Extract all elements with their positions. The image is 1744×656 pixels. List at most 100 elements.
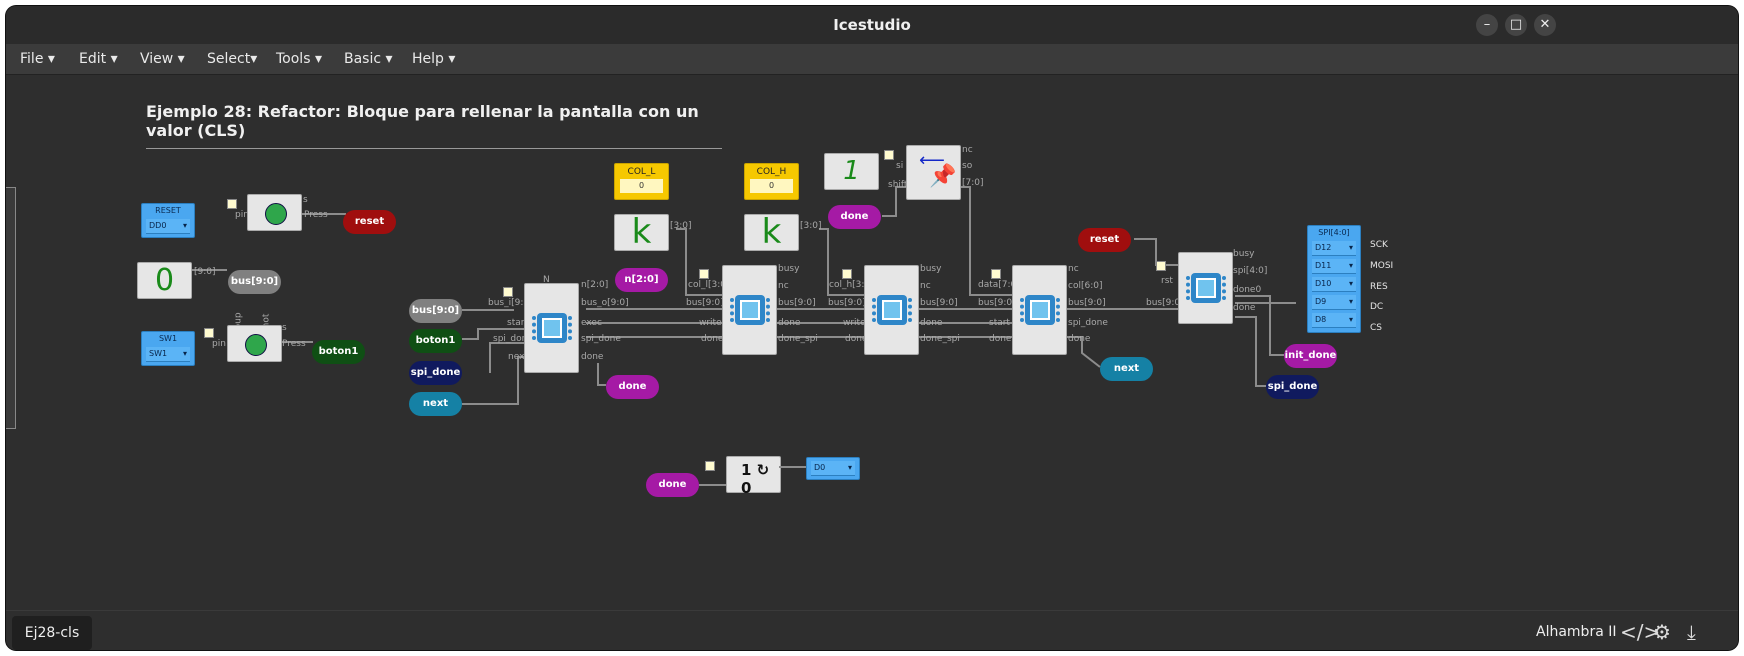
pin-label-res: RES <box>1370 282 1388 292</box>
sw1-pin-select[interactable]: SW1 <box>146 347 190 362</box>
blockD-out-bus: bus[9:0] <box>1068 298 1106 308</box>
constant-zero-block[interactable]: 0 <box>137 262 192 299</box>
pin-label-mosi: MOSI <box>1370 261 1394 271</box>
spi-controller-block[interactable] <box>1178 252 1233 324</box>
d0-pin-select[interactable]: D0 <box>811 461 855 476</box>
blockC-out-busy: busy <box>920 264 942 274</box>
blockD-in-start: start <box>989 318 1010 328</box>
sw1-pin-title: SW1 <box>158 334 178 343</box>
constant-one-block[interactable]: 1 <box>824 153 879 190</box>
blockD-out-done: done <box>1068 334 1091 344</box>
tag-next-output[interactable]: next <box>1100 357 1153 381</box>
tag-done-output[interactable]: done <box>606 375 659 399</box>
gear-icon[interactable]: ⚙ <box>1653 620 1671 644</box>
project-name-button[interactable]: Ej28-cls <box>12 616 92 650</box>
spi-in-rst: rst <box>1161 276 1173 286</box>
close-button[interactable]: ✕ <box>1534 14 1556 36</box>
menu-select[interactable]: Select▾ <box>207 51 258 67</box>
spi-clock <box>1156 261 1166 271</box>
blockC-in-col: col_h[3:0] <box>829 280 874 290</box>
blockB-out-nc: nc <box>778 281 789 291</box>
shift-register-block[interactable]: ⟵ 📌 <box>906 145 961 200</box>
blockA-out-bus: bus_o[9:0] <box>581 298 629 308</box>
spi-pin-select-mosi[interactable]: D11 <box>1312 259 1356 274</box>
blockA-clock <box>503 287 513 297</box>
blockA-out-exec: exec <box>581 318 602 328</box>
col-h-title: COL_H <box>756 167 787 177</box>
blockA-in-spi-done: spi_done <box>493 334 533 344</box>
k2-out-label: [3:0] <box>800 221 822 231</box>
d0-output-pin[interactable]: D0 <box>806 457 860 480</box>
tag-init-done[interactable]: init_done <box>1284 344 1337 368</box>
col-h-constant[interactable]: COL_H 0 <box>744 163 799 200</box>
tag-next-input[interactable]: next <box>409 392 462 416</box>
spi-out-spi: spi[4:0] <box>1233 266 1268 276</box>
blockD-out-spi-done: spi_done <box>1068 318 1108 328</box>
menu-file[interactable]: File ▾ <box>20 51 55 67</box>
cls-control-block[interactable] <box>524 283 579 373</box>
spi-output-pins[interactable]: SPI[4:0] D12 D11 D10 D9 D8 <box>1307 225 1361 333</box>
menu-help[interactable]: Help ▾ <box>412 51 456 67</box>
pin-label-dc: DC <box>1370 302 1384 312</box>
tag-reset-input[interactable]: reset <box>1078 228 1131 252</box>
menu-tools[interactable]: Tools ▾ <box>276 51 322 67</box>
blockC-in-bus: bus[9:0] <box>828 298 866 308</box>
blockC-out-done: done <box>920 318 943 328</box>
menu-basic[interactable]: Basic ▾ <box>344 51 393 67</box>
col-l-constant[interactable]: COL_L 0 <box>614 163 669 200</box>
blockA-in-next: next <box>508 352 528 362</box>
blockD-out-nc: nc <box>1068 264 1079 274</box>
menu-view[interactable]: View ▾ <box>140 51 185 67</box>
col-l-value[interactable]: 0 <box>620 179 663 193</box>
tag-boton1-input[interactable]: boton1 <box>409 329 462 353</box>
fill-screen-block[interactable] <box>1012 265 1067 355</box>
tag-n-output[interactable]: n[2:0] <box>615 268 668 292</box>
spi-pin-select-sck[interactable]: D12 <box>1312 241 1356 256</box>
col-h-value[interactable]: 0 <box>750 179 793 193</box>
spi-pin-select-cs[interactable]: D8 <box>1312 313 1356 328</box>
left-panel-handle[interactable] <box>6 187 16 429</box>
k-constant-low[interactable]: k <box>614 214 669 251</box>
minimize-button[interactable]: – <box>1476 14 1498 36</box>
button-debouncer-block[interactable] <box>247 194 302 231</box>
maximize-button[interactable]: □ <box>1505 14 1527 36</box>
tag-spi-done-input[interactable]: spi_done <box>409 361 462 385</box>
menu-edit[interactable]: Edit ▾ <box>79 51 118 67</box>
blockD-in-bus: bus[9:0] <box>978 298 1016 308</box>
status-bar: Ej28-cls Alhambra II </> ⚙ ⤓ <box>6 610 1738 650</box>
btn2-press-label: Press <box>282 339 306 349</box>
pin-label-sck: SCK <box>1370 240 1388 250</box>
chip-icon <box>729 295 770 325</box>
toggle-icon: 1 ↻ 0 <box>741 461 770 497</box>
sw1-input-pin[interactable]: SW1 SW1 <box>141 331 195 366</box>
write-col-high-block[interactable] <box>864 265 919 355</box>
spi-pin-select-res[interactable]: D10 <box>1312 277 1356 292</box>
left-arrow-icon: ⟵ <box>919 150 945 171</box>
reset-input-pin[interactable]: RESET DD0 <box>141 203 195 238</box>
write-col-low-block[interactable] <box>722 265 777 355</box>
tag-done-bottom[interactable]: done <box>646 473 699 497</box>
toggle-ff-block[interactable]: 1 ↻ 0 <box>726 456 781 497</box>
tag-spi-done-output[interactable]: spi_done <box>1266 375 1319 399</box>
blockC-out-bus: bus[9:0] <box>920 298 958 308</box>
code-icon[interactable]: </> <box>1620 620 1661 644</box>
spi-out-busy: busy <box>1233 249 1255 259</box>
design-canvas[interactable]: Ejemplo 28: Refactor: Bloque para rellen… <box>6 75 1738 610</box>
reset-pin-select[interactable]: DD0 <box>146 219 190 234</box>
wires <box>182 186 1296 405</box>
blockA-out-spi-done: spi_done <box>581 334 621 344</box>
shift-out-so: so <box>962 161 973 171</box>
tag-bus-input[interactable]: bus[9:0] <box>409 299 462 323</box>
download-icon[interactable]: ⤓ <box>1687 620 1696 644</box>
k-constant-high[interactable]: k <box>744 214 799 251</box>
board-name[interactable]: Alhambra II <box>1536 624 1617 640</box>
blockA-n-label: N <box>543 275 550 285</box>
tag-boton1-output[interactable]: boton1 <box>312 340 365 364</box>
tag-done-shift[interactable]: done <box>828 205 881 229</box>
blockC-in-write: write <box>843 318 866 328</box>
tag-reset-output[interactable]: reset <box>343 210 396 234</box>
tag-bus-output[interactable]: bus[9:0] <box>228 270 281 294</box>
button-toggle-block[interactable] <box>227 325 282 362</box>
pin-label-cs: CS <box>1370 323 1382 333</box>
spi-pin-select-dc[interactable]: D9 <box>1312 295 1356 310</box>
